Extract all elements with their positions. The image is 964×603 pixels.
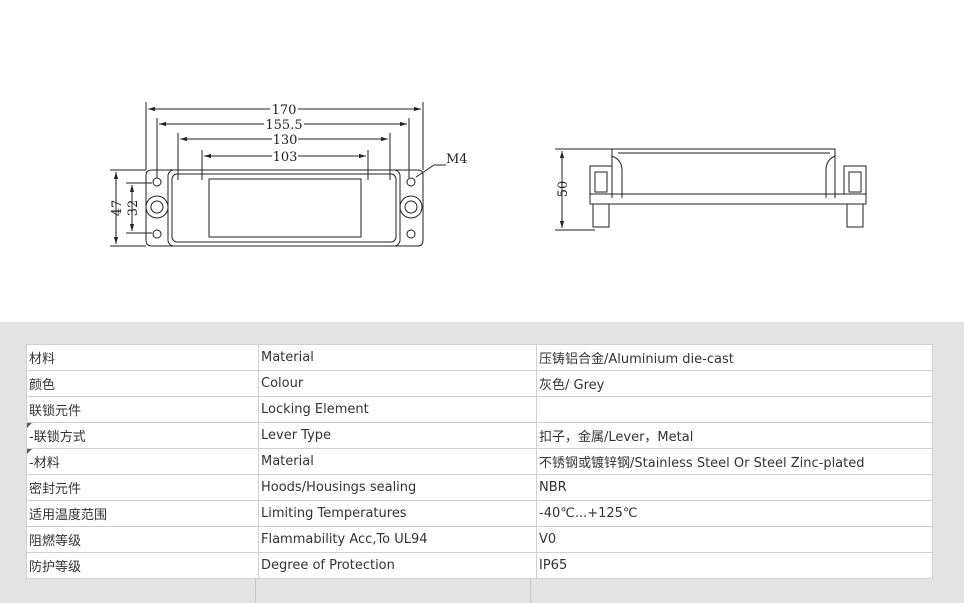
spec-label-zh-cell: -材料 — [26, 448, 259, 475]
spec-label-zh: 颜色 — [26, 370, 259, 397]
spec-label-en: Hoods/Housings sealing — [258, 474, 537, 501]
spec-label-en: Locking Element — [258, 396, 537, 423]
spec-value — [536, 396, 933, 423]
spec-label-en: Limiting Temperatures — [258, 500, 537, 527]
spec-label-zh: 防护等级 — [26, 552, 259, 579]
spec-label-en: Colour — [258, 370, 537, 397]
spec-value: 不锈钢或镀锌钢/Stainless Steel Or Steel Zinc-pl… — [536, 448, 933, 475]
spec-value: IP65 — [536, 552, 933, 579]
table-row: 颜色 Colour 灰色/ Grey — [26, 370, 933, 397]
dim-50: 50 — [556, 181, 571, 198]
spec-section: 材料 Material 压铸铝合金/Aluminium die-cast 颜色 … — [0, 322, 964, 603]
spec-label-en: Material — [258, 344, 537, 371]
cell-marker-icon — [27, 423, 32, 428]
spec-value: 灰色/ Grey — [536, 370, 933, 397]
table-row: -联锁方式 Lever Type 扣子，金属/Lever，Metal — [26, 422, 933, 449]
cell-marker-icon — [27, 449, 32, 454]
table-row: 联锁元件 Locking Element — [26, 396, 933, 423]
spec-value: V0 — [536, 526, 933, 553]
spec-label-zh: 阻燃等级 — [26, 526, 259, 553]
table-row: 材料 Material 压铸铝合金/Aluminium die-cast — [26, 344, 933, 371]
spec-label-zh-cell: -联锁方式 — [26, 422, 259, 449]
spec-label-zh: 材料 — [26, 344, 259, 371]
dim-170: 170 — [272, 103, 297, 118]
dimension-drawing: 170 155.5 130 103 M4 47 32 50 — [110, 102, 867, 247]
spec-label-en: Flammability Acc,To UL94 — [258, 526, 537, 553]
spec-value: NBR — [536, 474, 933, 501]
column-divider — [530, 578, 531, 603]
dim-130: 130 — [273, 133, 298, 148]
dim-47: 47 — [110, 200, 125, 217]
column-divider — [255, 578, 256, 603]
dim-m4: M4 — [446, 152, 468, 167]
spec-table: 材料 Material 压铸铝合金/Aluminium die-cast 颜色 … — [26, 344, 933, 579]
table-row: 防护等级 Degree of Protection IP65 — [26, 552, 933, 579]
spec-label-zh: 适用温度范围 — [26, 500, 259, 527]
spec-label-zh: 联锁元件 — [26, 396, 259, 423]
table-row: 阻燃等级 Flammability Acc,To UL94 V0 — [26, 526, 933, 553]
dim-155-5: 155.5 — [265, 118, 302, 133]
table-row: 适用温度范围 Limiting Temperatures -40℃...+125… — [26, 500, 933, 527]
spec-value: 压铸铝合金/Aluminium die-cast — [536, 344, 933, 371]
dim-32: 32 — [126, 200, 141, 217]
spec-label-zh: -联锁方式 — [29, 430, 86, 445]
spec-label-en: Material — [258, 448, 537, 475]
spec-label-zh: -材料 — [29, 456, 60, 471]
table-row: 密封元件 Hoods/Housings sealing NBR — [26, 474, 933, 501]
dim-103: 103 — [273, 150, 298, 165]
spec-value: -40℃...+125℃ — [536, 500, 933, 527]
table-row: -材料 Material 不锈钢或镀锌钢/Stainless Steel Or … — [26, 448, 933, 475]
spec-label-en: Degree of Protection — [258, 552, 537, 579]
spec-label-zh: 密封元件 — [26, 474, 259, 501]
spec-value: 扣子，金属/Lever，Metal — [536, 422, 933, 449]
technical-drawing: 170 155.5 130 103 M4 47 32 50 — [110, 102, 867, 247]
spec-label-en: Lever Type — [258, 422, 537, 449]
